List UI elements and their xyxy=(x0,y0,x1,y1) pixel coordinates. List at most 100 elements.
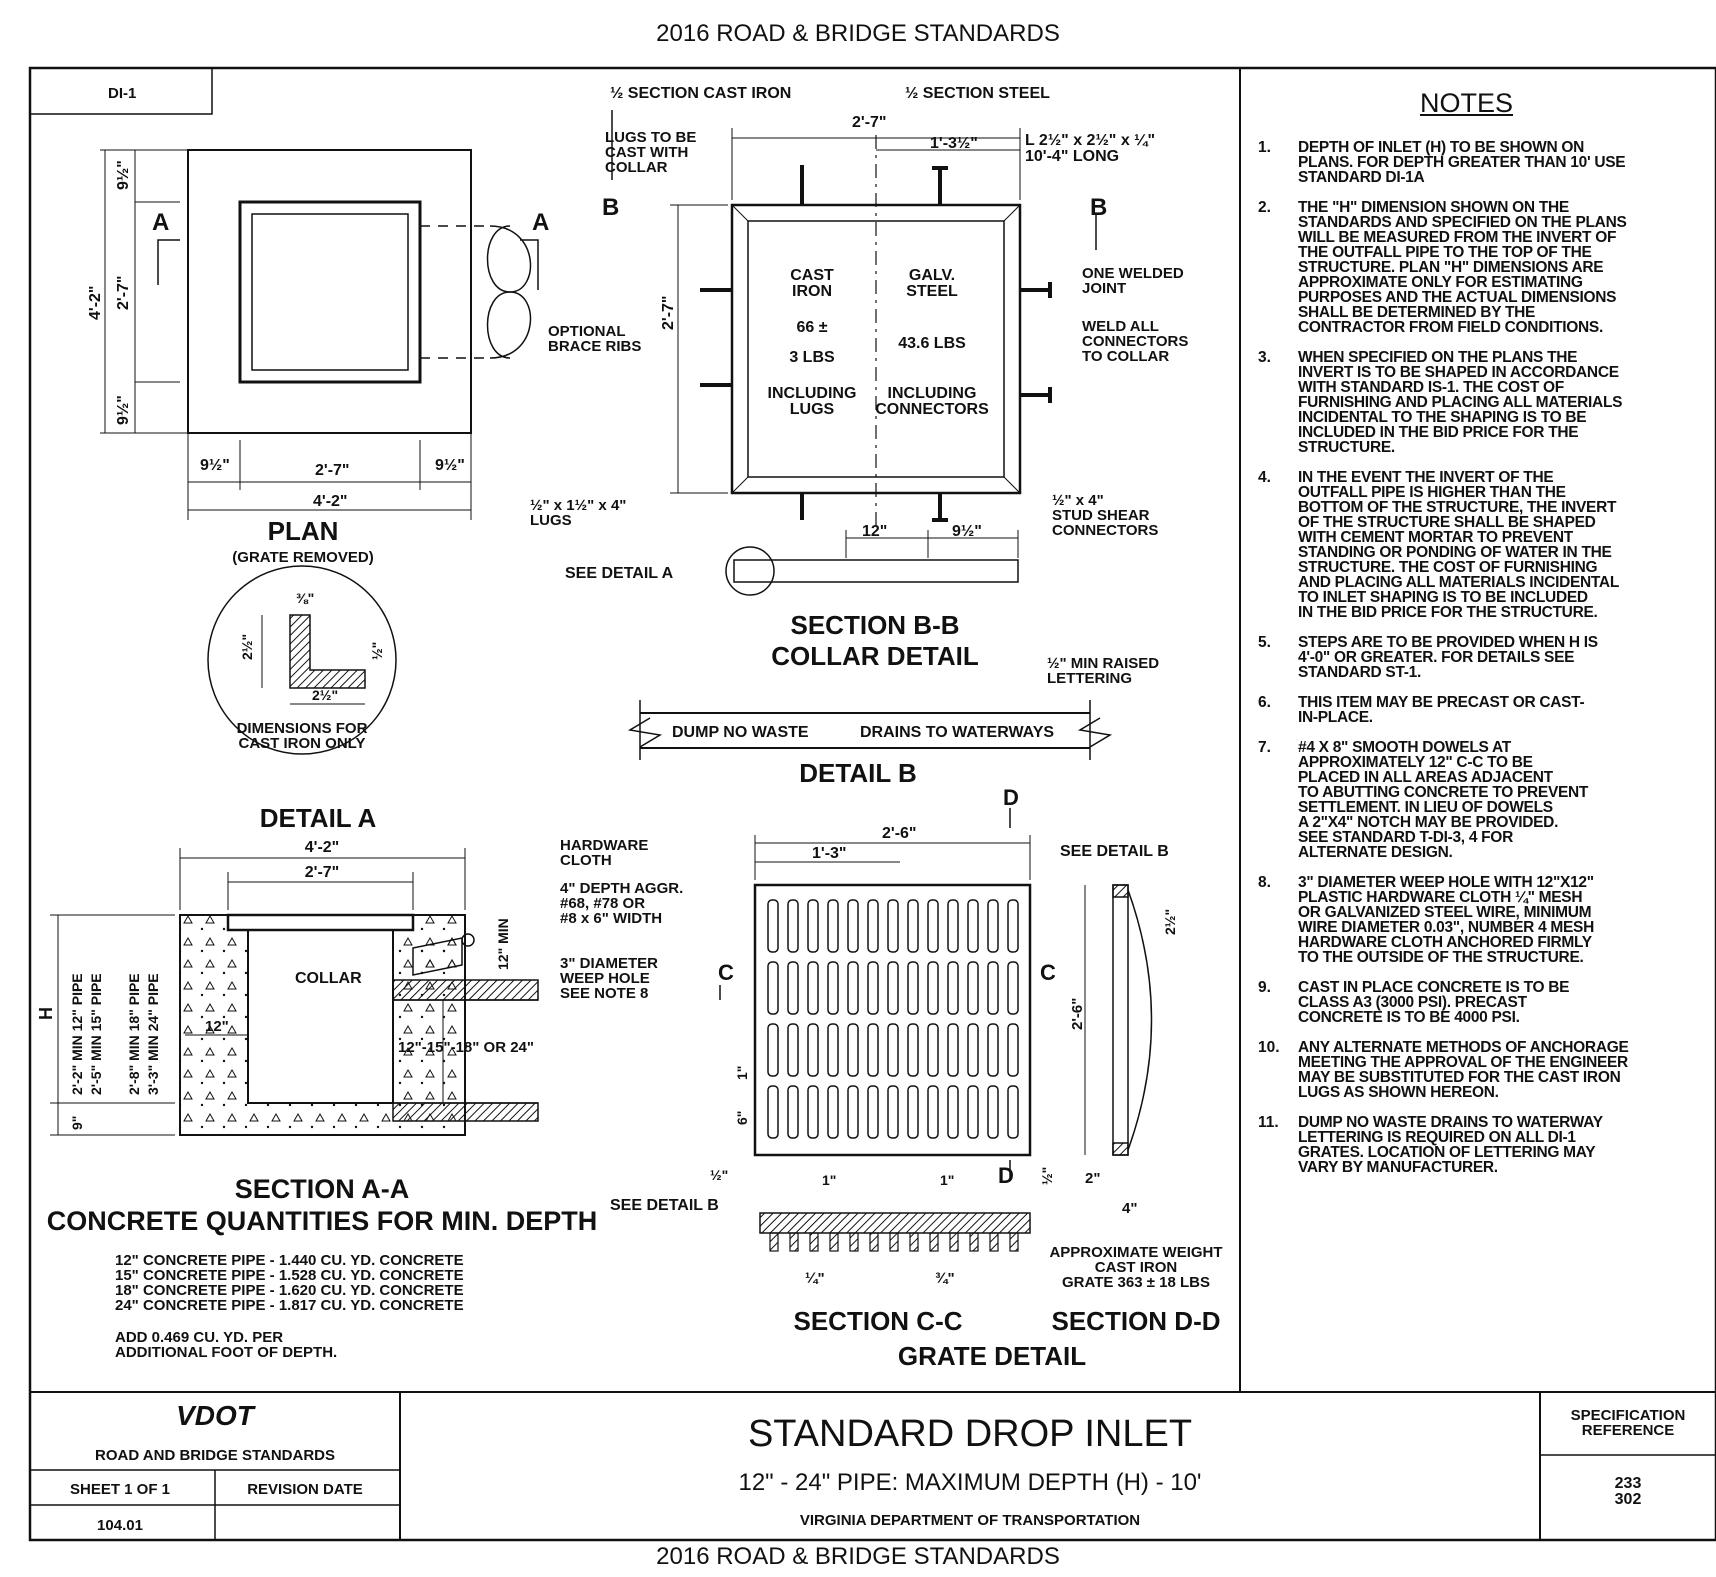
grate-slot xyxy=(967,1085,979,1139)
note-text: 3" DIAMETER WEEP HOLE WITH 12"X12" PLAST… xyxy=(1298,874,1594,966)
detail-a-d2: 2½" xyxy=(239,634,255,660)
grate-tooth xyxy=(829,1232,839,1252)
grate-slot xyxy=(847,961,859,1015)
grate-slot xyxy=(987,961,999,1015)
grate-d-half2: ½" xyxy=(1039,1167,1055,1185)
grate-slot xyxy=(947,1085,959,1139)
plan-bottom-right: 9½" xyxy=(435,457,465,474)
note-number: 3. xyxy=(1258,349,1271,366)
grate-slot xyxy=(907,961,919,1015)
grate-tooth xyxy=(889,1232,899,1252)
grate-slot xyxy=(787,899,799,953)
grate-title: GRATE DETAIL xyxy=(898,1341,1086,1371)
bb-d12: 12" xyxy=(862,523,887,540)
plan-section-mark-right: A xyxy=(532,209,549,236)
grate-slot xyxy=(807,1023,819,1077)
grate-slot xyxy=(827,961,839,1015)
plan-section-mark-left: A xyxy=(152,209,169,236)
grate-slot xyxy=(847,899,859,953)
note-number: 4. xyxy=(1258,469,1271,486)
grate-tooth xyxy=(869,1232,879,1252)
note-number: 6. xyxy=(1258,694,1271,711)
grate-slot xyxy=(967,899,979,953)
title-block-title: STANDARD DROP INLET xyxy=(748,1413,1192,1455)
grate-slot xyxy=(967,961,979,1015)
detail-a-d3: ½" xyxy=(369,642,385,660)
grate-d-quarter: ¼" xyxy=(805,1270,825,1287)
grate-see-detail-b: SEE DETAIL B xyxy=(1060,843,1169,860)
note-number: 2. xyxy=(1258,199,1271,216)
plan-bottom-left: 9½" xyxy=(200,457,230,474)
grate-slot xyxy=(847,1023,859,1077)
bb-weight-ci: 66 ± xyxy=(796,319,827,336)
detail-a-d4: 2½" xyxy=(312,687,338,703)
grate-sec-c: SECTION C-C xyxy=(794,1306,963,1336)
grate-slot xyxy=(927,1085,939,1139)
note-item: 7.#4 X 8" SMOOTH DOWELS AT APPROXIMATELY… xyxy=(1258,740,1698,861)
aa-title1: SECTION A-A xyxy=(235,1174,410,1204)
grate-d-34: ¾" xyxy=(935,1270,955,1287)
bb-weight-st: 43.6 LBS xyxy=(898,335,966,352)
title-block-subtitle: 12" - 24" PIPE: MAXIMUM DEPTH (H) - 10' xyxy=(738,1469,1201,1496)
note-text: DUMP NO WASTE DRAINS TO WATERWAY LETTERI… xyxy=(1298,1114,1603,1176)
bb-height: 2'-7" xyxy=(660,295,677,330)
grate-slot xyxy=(987,1085,999,1139)
grate-d1: 1" xyxy=(734,1066,750,1080)
bb-lugs: ½" x 1½" x 4"LUGS xyxy=(530,497,626,529)
aa-quantity-4: 24" CONCRETE PIPE - 1.817 CU. YD. CONCRE… xyxy=(115,1297,464,1314)
bb-title2: COLLAR DETAIL xyxy=(771,641,979,671)
bb-see-detail-a: SEE DETAIL A xyxy=(565,565,674,582)
vdot-logo: VDOT xyxy=(176,1400,257,1431)
note-item: 9.CAST IN PLACE CONCRETE IS TO BE CLASS … xyxy=(1258,980,1698,1026)
plan-bottom-mid: 2'-7" xyxy=(315,462,350,479)
aa-h-value-2: 2'-5" MIN 15" PIPE xyxy=(88,973,104,1095)
grate-mark-c-left: C xyxy=(718,960,734,985)
grate-mark-d-bottom: D xyxy=(998,1163,1014,1188)
detail-b-title: DETAIL B xyxy=(799,758,916,788)
plan-title: PLAN xyxy=(268,516,339,546)
grate-slot xyxy=(907,1085,919,1139)
title-block-number: 104.01 xyxy=(97,1517,143,1534)
title-block-sheet: SHEET 1 OF 1 xyxy=(70,1481,170,1498)
plan-bottom-total: 4'-2" xyxy=(313,493,348,510)
note-text: STEPS ARE TO BE PROVIDED WHEN H IS 4'-0"… xyxy=(1298,634,1598,681)
bb-half-cast: ½ SECTION CAST IRON xyxy=(610,85,791,102)
aa-title2: CONCRETE QUANTITIES FOR MIN. DEPTH xyxy=(47,1206,598,1236)
grate-slot xyxy=(827,1085,839,1139)
plan-subtitle: (GRATE REMOVED) xyxy=(232,549,373,566)
note-item: 5.STEPS ARE TO BE PROVIDED WHEN H IS 4'-… xyxy=(1258,634,1698,681)
grate-d2: 2" xyxy=(1085,1170,1100,1187)
grate-slot xyxy=(867,961,879,1015)
aa-h-value-3: 2'-8" MIN 18" PIPE xyxy=(126,973,142,1095)
grate-slot xyxy=(867,1085,879,1139)
note-item: 6.THIS ITEM MAY BE PRECAST OR CAST- IN-P… xyxy=(1258,694,1698,726)
grate-sec-d: SECTION D-D xyxy=(1052,1306,1221,1336)
grate-slot xyxy=(967,1023,979,1077)
drawing-id: DI-1 xyxy=(108,85,136,102)
bb-half: 1'-3½" xyxy=(930,135,978,152)
grate-slot xyxy=(927,899,939,953)
grate-slot xyxy=(907,899,919,953)
title-block-org: ROAD AND BRIDGE STANDARDS xyxy=(95,1447,335,1464)
note-text: THE "H" DIMENSION SHOWN ON THE STANDARDS… xyxy=(1298,199,1627,336)
note-text: DEPTH OF INLET (H) TO BE SHOWN ON PLANS.… xyxy=(1298,139,1626,186)
grate-d1b: 1" xyxy=(940,1172,954,1188)
aa-aggr: 4" DEPTH AGGR.#68, #78 OR#8 x 6" WIDTH xyxy=(560,880,683,927)
grate-slot xyxy=(1007,899,1019,953)
grate-slot xyxy=(1007,961,1019,1015)
grate-slot xyxy=(787,961,799,1015)
grate-slot xyxy=(807,1085,819,1139)
grate-slot xyxy=(987,1023,999,1077)
grate-tooth xyxy=(969,1232,979,1252)
aa-h-value-4: 3'-3" MIN 24" PIPE xyxy=(145,973,161,1095)
grate-mark-d-top: D xyxy=(1003,785,1019,810)
